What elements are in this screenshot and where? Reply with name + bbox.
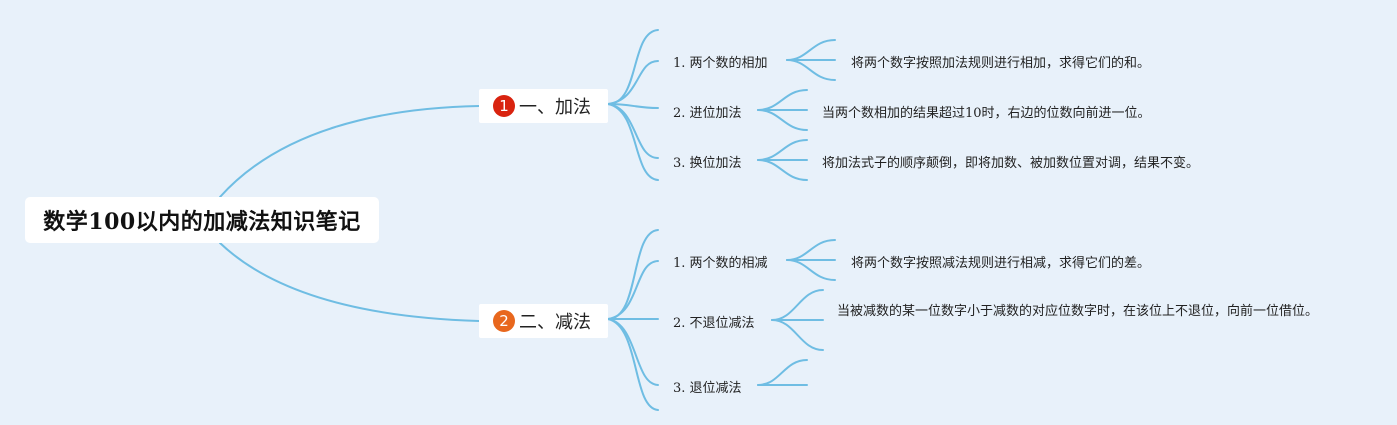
priority-1-icon: 1: [493, 95, 515, 117]
subtopic-subtraction-2[interactable]: 2. 不退位减法: [673, 312, 755, 331]
note-addition-1[interactable]: 将两个数字按照加法规则进行相加，求得它们的和。: [851, 52, 1150, 71]
branch-subtraction-label: 二、减法: [519, 312, 591, 333]
note-text: 当被减数的某一位数字小于减数的对应位数字时，在该位上不退位，向前一位借位。: [837, 304, 1319, 319]
note-subtraction-1[interactable]: 将两个数字按照减法规则进行相减，求得它们的差。: [851, 252, 1150, 271]
root-title: 数学100以内的加减法知识笔记: [43, 209, 361, 235]
connector-addition-sub2: [607, 103, 659, 109]
connector-addition-sub3: [607, 103, 659, 159]
subtopic-label: 3. 退位减法: [673, 381, 742, 396]
branch-subtraction[interactable]: 2 二、减法: [479, 304, 608, 338]
subtopic-label: 2. 进位加法: [673, 106, 742, 121]
connector-subtraction-sub3: [607, 318, 659, 386]
subtopic-addition-3[interactable]: 3. 换位加法: [673, 152, 742, 171]
subtopic-label: 2. 不退位减法: [673, 316, 755, 331]
note-addition-2[interactable]: 当两个数相加的结果超过10时，右边的位数向前进一位。: [822, 102, 1151, 121]
connector-addition-sub1-tail: [607, 60, 659, 105]
connector-root-addition: [219, 105, 480, 198]
connector-subtraction-sub1: [607, 229, 659, 320]
note-subtraction-2[interactable]: 当被减数的某一位数字小于减数的对应位数字时，在该位上不退位，向前一位借位。: [837, 303, 1337, 320]
subtopic-subtraction-1[interactable]: 1. 两个数的相减: [673, 252, 768, 271]
subtopic-subtraction-3[interactable]: 3. 退位减法: [673, 377, 742, 396]
subtopic-label: 1. 两个数的相加: [673, 56, 768, 71]
branch-addition-label: 一、加法: [519, 97, 591, 118]
note-text: 将两个数字按照减法规则进行相减，求得它们的差。: [851, 256, 1151, 271]
connector-addition-sub3-tail: [607, 103, 659, 181]
subtopic-addition-1[interactable]: 1. 两个数的相加: [673, 52, 768, 71]
root-topic[interactable]: 数学100以内的加减法知识笔记: [25, 197, 379, 243]
connector-root-subtraction: [219, 242, 480, 322]
subtopic-label: 1. 两个数的相减: [673, 256, 768, 271]
note-addition-3[interactable]: 将加法式子的顺序颠倒，即将加数、被加数位置对调，结果不变。: [822, 152, 1199, 171]
subtopic-label: 3. 换位加法: [673, 156, 742, 171]
note-text: 当两个数相加的结果超过10时，右边的位数向前进一位。: [822, 106, 1151, 121]
subtopic-addition-2[interactable]: 2. 进位加法: [673, 102, 742, 121]
connector-addition-sub1: [607, 29, 659, 105]
note-text: 将两个数字按照加法规则进行相加，求得它们的和。: [851, 56, 1151, 71]
note-text: 将加法式子的顺序颠倒，即将加数、被加数位置对调，结果不变。: [822, 156, 1200, 171]
branch-addition[interactable]: 1 一、加法: [479, 89, 608, 123]
priority-2-icon: 2: [493, 310, 515, 332]
